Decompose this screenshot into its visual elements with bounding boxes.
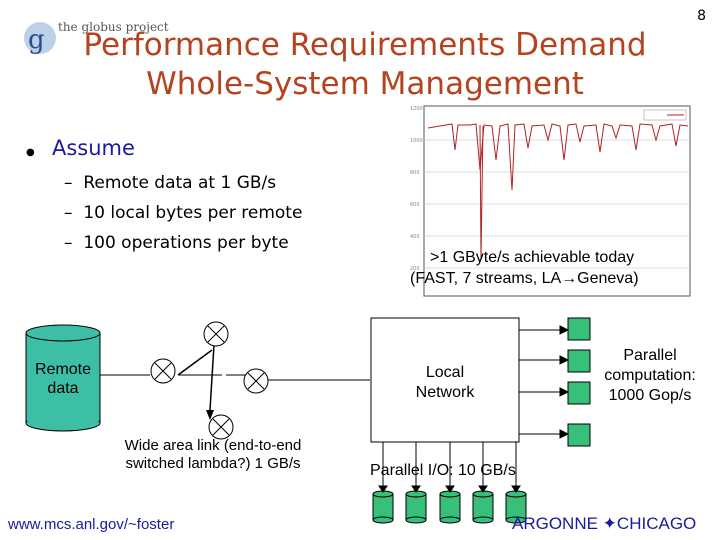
remote-data-label: Remote data xyxy=(34,361,92,397)
globus-logo: g xyxy=(22,18,62,58)
sub-bullet-3: – 100 operations per byte xyxy=(64,233,289,253)
globus-logo-icon: g xyxy=(24,22,56,55)
parallel-io-label: Parallel I/O: 10 GB/s xyxy=(370,462,516,479)
svg-text:600: 600 xyxy=(410,202,420,208)
logo-text: the globus project xyxy=(58,20,169,34)
bullet-dot: ● xyxy=(26,147,35,158)
graph-caption-line-1: >1 GByte/s achievable today xyxy=(430,249,635,266)
title-line-1: Performance Requirements Demand xyxy=(83,27,647,63)
svg-text:1000: 1000 xyxy=(410,138,423,144)
local-network-box xyxy=(370,317,520,443)
compute-nodes xyxy=(567,317,591,447)
graph-caption-line-2: (FAST, 7 streams, LA→Geneva) xyxy=(410,270,639,287)
svg-text:g: g xyxy=(28,25,45,55)
storage-cylinders xyxy=(372,490,527,524)
sub-bullet-1-text: Remote data at 1 GB/s xyxy=(83,173,277,193)
svg-text:800: 800 xyxy=(410,170,420,176)
remote-data-cylinder xyxy=(25,324,101,432)
title-line-2: Whole-System Management xyxy=(146,66,584,102)
svg-text:400: 400 xyxy=(410,234,420,240)
bullet-assume: Assume xyxy=(52,136,135,160)
svg-text:1200: 1200 xyxy=(410,106,423,112)
page-number: 8 xyxy=(697,8,706,24)
page-title: Performance Requirements Demand Whole-Sy… xyxy=(40,26,690,104)
sub-bullet-2-text: 10 local bytes per remote xyxy=(83,203,303,223)
local-network-label: Local Network xyxy=(415,364,475,401)
wan-label: Wide area link (end-to-end switched lamb… xyxy=(124,437,302,472)
sub-bullet-1: – Remote data at 1 GB/s xyxy=(64,173,277,193)
footer-url: www.mcs.anl.gov/~foster xyxy=(8,516,175,533)
svg-text:200: 200 xyxy=(410,266,420,272)
footer-brand: ARGONNE ✦CHICAGO xyxy=(512,514,697,533)
sub-bullet-2: – 10 local bytes per remote xyxy=(64,203,303,223)
parallel-computation-label: Parallel computation: 1000 Gop/s xyxy=(604,347,696,404)
sub-bullet-3-text: 100 operations per byte xyxy=(83,233,289,253)
